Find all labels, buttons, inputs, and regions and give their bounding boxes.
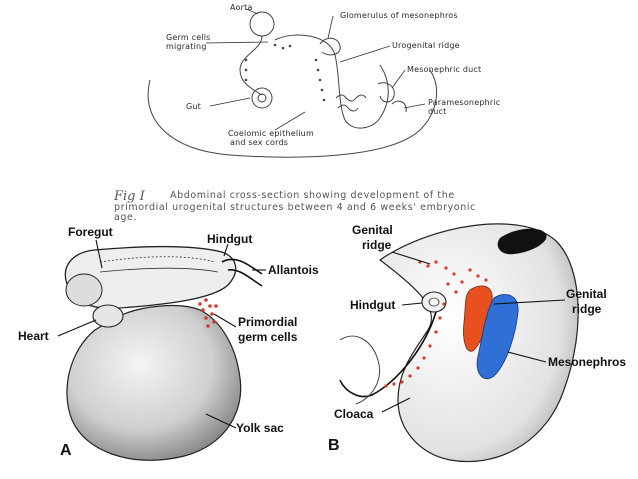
label-genital-ridge-right-1: Genital [566,287,607,301]
panel-a: Foregut Hindgut Allantois Heart Primordi… [18,225,319,461]
gut-shape [251,87,273,109]
label-coelomic-1: Coelomic epithelium [228,129,314,138]
mesonephros-tubules [335,94,367,112]
panel-a-letter: A [60,442,72,459]
caption-line-3: age. [114,212,137,223]
label-primordial-1: Primordial [238,315,297,329]
label-mesonephric-duct: Mesonephric duct [407,65,481,74]
genital-ridge-shape [463,285,493,352]
label-genital-ridge-left-1: Genital [352,223,393,237]
cloaca-curve [339,311,437,398]
label-genital-ridge-left-2: ridge [362,238,392,252]
label-hindgut-a: Hindgut [207,232,252,246]
caption-fig-label: Fig I [113,189,146,204]
label-cloaca: Cloaca [334,407,374,421]
germ-cells-dots [244,43,326,102]
neural-tube-shape [497,228,547,255]
caption-line-1: Abdominal cross-section showing developm… [170,190,455,201]
mesonephros-shape [476,294,519,380]
panel-b-letter: B [328,437,340,454]
label-paramesonephric-1: Paramesonephric [428,98,500,107]
label-primordial-2: germ cells [238,330,298,344]
urogenital-ridge-shape [274,34,389,129]
panel-b: Genital ridge Hindgut Genital ridge Meso… [328,223,626,463]
label-hindgut-b: Hindgut [350,298,395,312]
germ-cells-stream [384,260,488,388]
head-shape [65,273,103,307]
label-heart: Heart [18,329,49,343]
top-cross-section: Aorta Glomerulus of mesonephros Germ cel… [113,3,500,223]
label-aorta: Aorta [230,3,253,12]
gut-tube [99,267,219,273]
body-wall-outline [147,69,438,158]
label-gut: Gut [186,102,201,111]
germ-cells-cluster [198,298,218,328]
label-allantois: Allantois [268,263,319,277]
label-foregut: Foregut [68,225,113,239]
label-mesonephros: Mesonephros [548,355,626,369]
paramesonephric-duct-shape [391,100,407,113]
label-genital-ridge-right-2: ridge [572,302,602,316]
gut-mesentery [239,35,263,96]
label-germ-cells-1: Germ cells [166,33,211,42]
label-urogenital-ridge: Urogenital ridge [392,41,460,50]
glomerulus-shape [319,37,341,56]
label-coelomic-2: and sex cords [230,138,288,147]
mesonephric-duct-shape [377,82,395,103]
label-germ-cells-2: migrating [166,42,207,51]
allantois-shape [221,258,263,287]
top-leader-lines [205,8,426,131]
panel-a-leader-lines [57,239,266,429]
yolk-sac-shape [66,305,242,461]
somites [99,256,216,263]
panel-b-leader-lines [381,251,566,413]
label-glomerulus: Glomerulus of mesonephros [340,11,458,20]
caption-line-2: primordial urogenital structures between… [114,202,476,213]
label-yolk-sac: Yolk sac [236,421,284,435]
aorta-shape [249,11,275,37]
hindgut-lumen [428,297,440,307]
embryo-body-shape [64,245,237,310]
gut-lumen [257,93,267,103]
cloaca-outline [339,335,380,405]
label-paramesonephric-2: duct [428,107,446,116]
heart-shape [92,304,124,328]
